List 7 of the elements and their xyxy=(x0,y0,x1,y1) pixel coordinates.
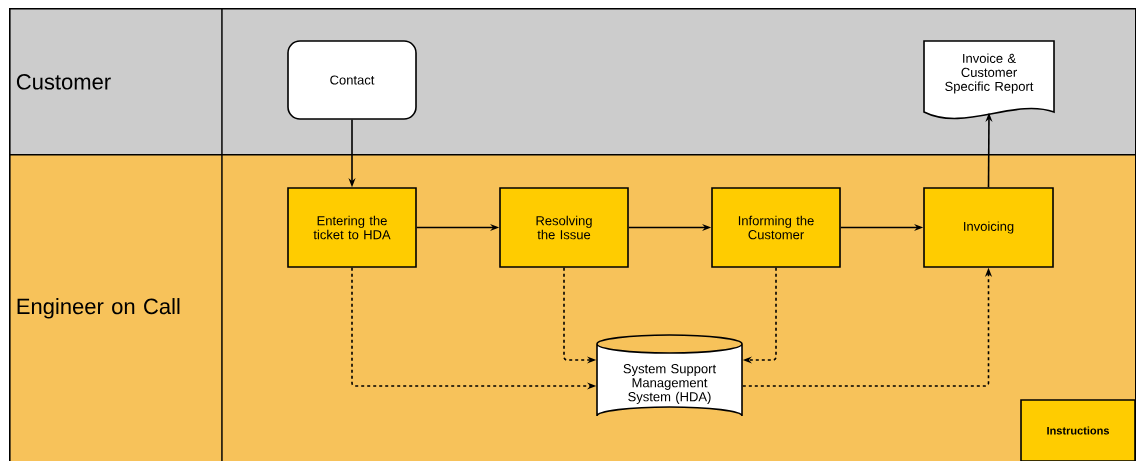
process-box: Entering the ticket to HDA xyxy=(287,187,417,268)
process-box: Resolving the Issue xyxy=(499,187,629,268)
instructions-box: Instructions xyxy=(1020,399,1136,461)
process-box: Invoicing xyxy=(923,187,1054,268)
process-box: Informing the Customer xyxy=(711,187,841,268)
database-cylinder: System Support Management System (HDA) xyxy=(596,334,743,417)
rounded-box: Contact xyxy=(287,40,417,120)
